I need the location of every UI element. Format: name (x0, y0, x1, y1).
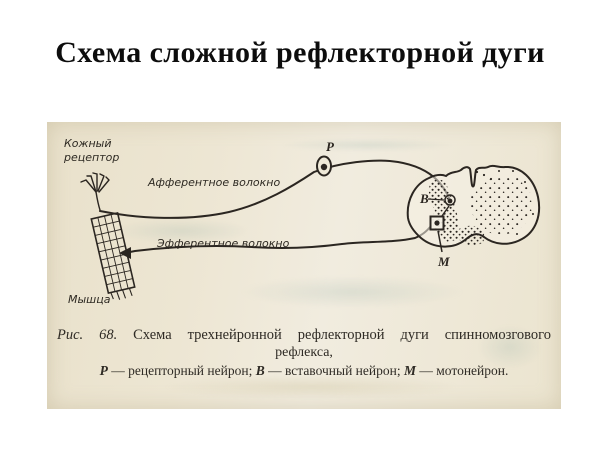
caption-line-1: Рис. 68. Схема трехнейронной рефлекторно… (47, 327, 561, 344)
caption-line-2: рефлекса, (275, 345, 333, 360)
figure-number: Рис. 68. (57, 327, 118, 343)
interneuron-icon (441, 194, 456, 217)
skin-receptor-label-line1: Кожный (64, 137, 111, 150)
reflex-arc-diagram: Кожный рецептор Афферентное волокно Эффе… (63, 137, 541, 306)
efferent-fiber-path (129, 225, 432, 253)
legend-text-p: — рецепторный нейрон; (107, 363, 256, 378)
muscle-icon (90, 211, 136, 300)
label-b-leader-line (427, 198, 445, 201)
skin-receptor-icon (80, 172, 110, 211)
muscle-label: Мышца (68, 293, 111, 306)
legend-key-p: Р (99, 363, 108, 378)
slide-title: Схема сложной рефлекторной дуги (55, 36, 545, 69)
neuron-b-label: В (419, 191, 429, 206)
efferent-fiber-label: Эфферентное волокно (156, 237, 290, 250)
skin-receptor-label-line2: рецептор (63, 151, 119, 164)
figure-caption: Рис. 68. Схема трехнейронной рефлекторно… (47, 327, 561, 379)
caption-title-text: Схема трехнейронной рефлекторной дуги сп… (133, 327, 552, 343)
legend-key-b: В (255, 363, 265, 378)
legend-text-b: — вставочный нейрон; (264, 363, 404, 378)
legend-text-m: — мотонейрон. (416, 363, 509, 378)
motoneuron-icon (429, 215, 445, 231)
afferent-fiber-path (99, 159, 451, 219)
afferent-fiber-label: Афферентное волокно (147, 176, 280, 189)
caption-legend: Р — рецепторный нейрон; В — вставочный н… (47, 363, 561, 379)
label-m-leader-line (437, 230, 443, 253)
neuron-m-label: М (437, 254, 450, 269)
receptor-neuron-icon (316, 155, 332, 177)
figure-scan: Кожный рецептор Афферентное волокно Эффе… (47, 122, 561, 409)
neuron-p-label: Р (326, 139, 335, 154)
legend-key-m: М (403, 363, 416, 378)
